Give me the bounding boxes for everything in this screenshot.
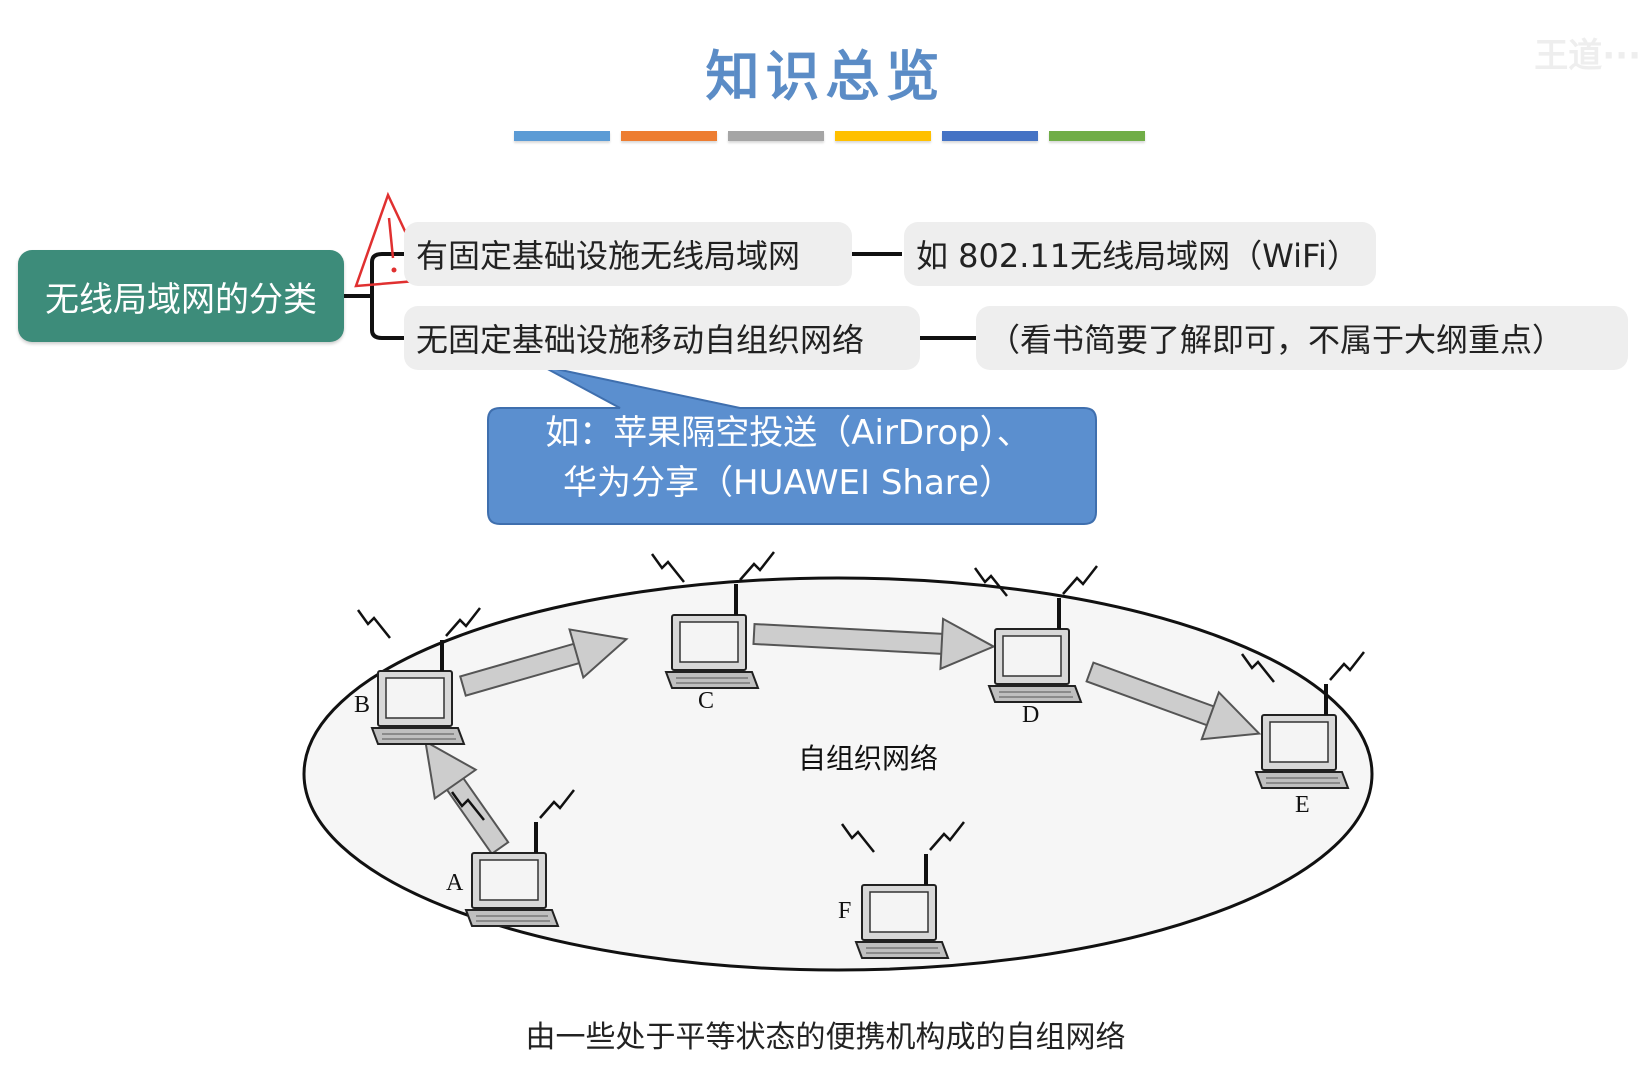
root-node: 无线局域网的分类 bbox=[18, 250, 344, 342]
node-label-c: C bbox=[698, 688, 714, 714]
network-center-label: 自组织网络 bbox=[798, 743, 938, 775]
branch-adhoc-network: 无固定基础设施移动自组织网络 bbox=[404, 306, 920, 370]
node-label-b: B bbox=[354, 692, 370, 718]
link-arrow bbox=[1085, 661, 1262, 741]
branch-fixed-infrastructure: 有固定基础设施无线局域网 bbox=[404, 222, 852, 286]
color-bar bbox=[728, 131, 824, 141]
page-title: 知识总览 bbox=[705, 44, 946, 108]
branch-label: 有固定基础设施无线局域网 bbox=[416, 237, 801, 275]
link-arrow bbox=[424, 739, 510, 856]
callout-line: 华为分享（HUAWEI Share） bbox=[563, 463, 1013, 503]
detail-note: （看书简要了解即可，不属于大纲重点） bbox=[976, 306, 1628, 370]
color-bar-strip bbox=[514, 131, 1145, 141]
node-label-d: D bbox=[1022, 702, 1039, 728]
diagram-caption: 由一些处于平等状态的便携机构成的自组网络 bbox=[525, 1020, 1126, 1055]
color-bar bbox=[1049, 131, 1145, 141]
detail-label: （看书简要了解即可，不属于大纲重点） bbox=[988, 321, 1565, 359]
mindmap-connectors bbox=[344, 191, 1097, 525]
link-arrow bbox=[752, 617, 996, 671]
color-bar bbox=[835, 131, 931, 141]
callout-example: 如：苹果隔空投送（AirDrop）、 华为分享（HUAWEI Share） bbox=[488, 408, 1088, 508]
callout-shape bbox=[487, 365, 1097, 525]
detail-wifi: 如 802.11无线局域网（WiFi） bbox=[904, 222, 1376, 286]
node-label-f: F bbox=[838, 898, 851, 924]
color-bar bbox=[621, 131, 717, 141]
color-bar bbox=[942, 131, 1038, 141]
callout-line: 如：苹果隔空投送（AirDrop）、 bbox=[545, 413, 1031, 453]
node-label-a: A bbox=[446, 870, 464, 896]
color-bar bbox=[514, 131, 610, 141]
branch-label: 无固定基础设施移动自组织网络 bbox=[416, 321, 865, 359]
node-label-e: E bbox=[1295, 792, 1310, 818]
detail-label: 如 802.11无线局域网（WiFi） bbox=[916, 237, 1359, 275]
link-arrow bbox=[459, 628, 629, 697]
watermark: 王道··· bbox=[1534, 36, 1641, 76]
